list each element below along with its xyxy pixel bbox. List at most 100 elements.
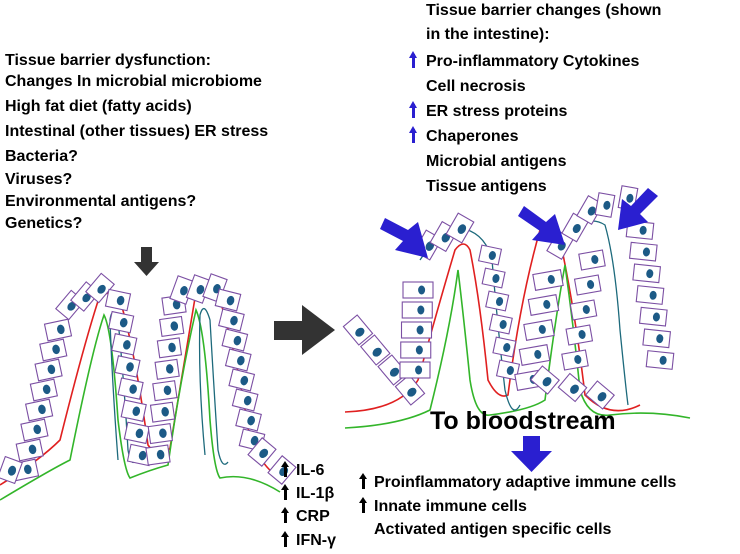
epithelial-cell [218,308,245,332]
epithelial-cell [342,314,374,346]
cause-microbiome: Changes In microbial microbiome [5,73,262,90]
epithelial-cell [594,192,616,218]
down-arrow-black [134,247,159,276]
epithelial-cell [111,333,138,356]
epithelial-cell [481,267,506,289]
epithelial-cell [642,328,672,349]
epithelial-cell [123,421,151,445]
cause-genetics: Genetics? [5,215,83,232]
epithelial-cell [565,324,594,346]
epithelial-cell [573,274,602,296]
epithelial-cell [635,285,665,305]
epithelial-cell [247,437,277,467]
effect-adaptive-immune-cells: Proinflammatory adaptive immune cells [358,473,677,491]
epithelial-cell [159,315,185,337]
cause-viruses: Viruses? [5,171,73,188]
epithelial-cell [104,288,132,312]
epithelial-cell [147,423,173,445]
epithelial-cell [152,380,178,402]
marker-crp: CRP [281,507,330,525]
marker-il1b: IL-1β [280,484,335,502]
change-chaperones: Chaperones [408,126,519,145]
epithelial-cell [214,288,242,312]
left-panel-title: Tissue barrier dysfunction: [5,52,211,69]
change-proinflammatory-cytokines: Pro-inflammatory Cytokines [408,51,640,70]
epithelial-cell [495,359,521,381]
epithelial-cell [154,358,180,380]
epithelial-cell [85,272,115,304]
epithelial-cell [569,299,598,321]
epithelial-cell [228,368,256,392]
epithelial-cell [518,344,551,366]
epithelial-cell [15,438,44,462]
epithelial-cell [401,301,433,319]
epithelial-cell [117,377,144,400]
epithelial-cell [20,418,49,442]
epithelial-cell [0,455,23,485]
epithelial-cell [43,318,73,342]
epithelial-cell [632,263,662,284]
epithelial-cell [645,350,675,370]
epithelial-cell [221,328,249,352]
damage-arrow-2 [518,206,565,245]
epithelial-cell [114,355,141,378]
damage-arrow-3 [618,188,658,230]
change-er-stress-proteins: ER stress proteins [408,101,568,120]
epithelial-cell [492,336,517,358]
epithelial-cell [149,401,176,423]
epithelial-cell [527,294,560,316]
right-arrow-gray [274,305,335,355]
damage-arrow-1 [380,218,428,258]
epithelial-cells-right [342,185,675,410]
cause-bacteria: Bacteria? [5,148,78,165]
epithelial-cell [120,399,147,422]
effect-innate-immune-cells: Innate immune cells [359,497,527,515]
cause-high-fat-diet: High fat diet (fatty acids) [5,98,192,115]
epithelial-cell [34,358,63,382]
epithelial-cell [628,241,658,262]
lamina-propria-green-line [0,307,281,501]
marker-ifn-gamma: IFN-γ [281,531,336,549]
epithelial-cell [488,313,513,335]
epithelial-cell [24,398,54,422]
epithelial-cell [359,334,391,366]
epithelial-cell [530,365,560,395]
epithelial-cell [445,212,475,244]
cause-environmental-antigens: Environmental antigens? [5,193,197,210]
epithelial-cell [107,310,135,334]
epithelial-cell [39,338,68,362]
epithelial-cell [231,388,259,412]
epithelial-cell [402,281,434,299]
epithelial-cells-left [0,272,297,485]
epithelial-cell [400,341,432,359]
epithelial-cell [561,349,589,371]
epithelial-cell [156,337,183,359]
epithelial-cell [399,361,431,379]
epithelial-cell [235,408,262,432]
to-bloodstream-label: To bloodstream [430,407,616,435]
epithelial-cell [638,306,668,327]
epithelial-cell [523,319,555,341]
epithelial-cell [394,374,426,406]
epithelial-cell [485,290,510,312]
epithelial-cell [224,348,252,372]
epithelial-cell [585,380,615,410]
epithelial-cell [557,372,588,403]
change-cell-necrosis: Cell necrosis [426,78,526,95]
epithelial-cell [29,378,59,402]
epithelial-cell [400,321,433,339]
epithelial-cell [578,249,606,271]
marker-il6: IL-6 [280,461,325,479]
change-tissue-antigens: Tissue antigens [426,178,547,195]
epithelial-cell [532,269,564,291]
right-panel-title-line2: in the intestine): [426,26,550,43]
lamina-propria-green-line-damaged [344,264,691,429]
to-bloodstream-arrow [511,436,552,472]
effect-activated-antigen-cells: Activated antigen specific cells [374,521,612,538]
epithelial-cell [145,444,171,466]
epithelial-cell [477,244,503,266]
change-microbial-antigens: Microbial antigens [426,153,567,170]
cause-er-stress: Intestinal (other tissues) ER stress [5,123,269,140]
